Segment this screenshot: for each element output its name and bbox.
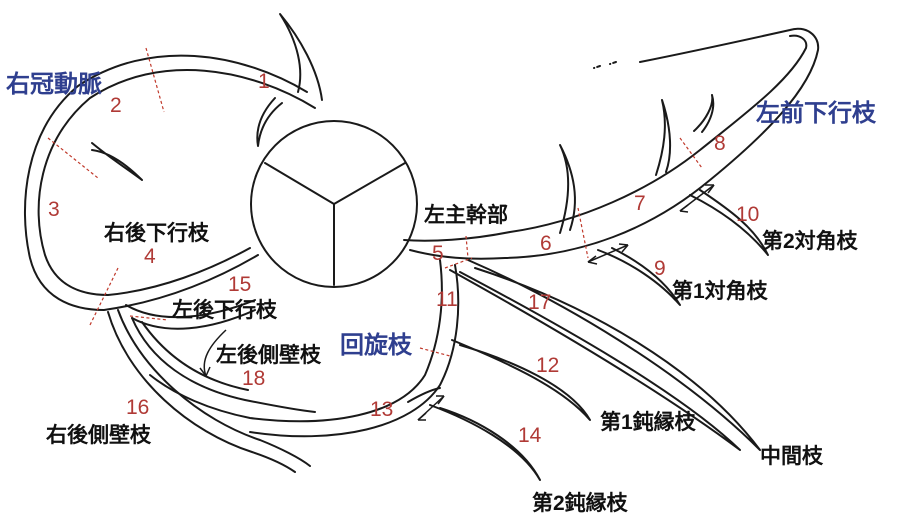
segment-10: 10 — [736, 203, 759, 226]
segment-14: 14 — [518, 424, 542, 447]
lcx-label: 回旋枝 — [340, 332, 413, 359]
arrows — [199, 184, 715, 421]
pd-right-label: 右後下行枝 — [104, 221, 210, 245]
pl-left-label: 左後側壁枝 — [216, 343, 322, 367]
pd-left-label: 左後下行枝 — [172, 298, 278, 322]
d2-label: 第2対角枝 — [762, 229, 859, 253]
aortic-root — [250, 120, 418, 288]
segment-16: 16 — [126, 396, 149, 419]
segment-8: 8 — [714, 132, 726, 155]
rca-vessel — [23, 13, 323, 311]
segment-4: 4 — [144, 245, 156, 268]
segment-boundaries — [47, 47, 703, 357]
segment-1: 1 — [258, 70, 270, 93]
segment-6: 6 — [540, 232, 552, 255]
segment-15: 15 — [228, 273, 251, 296]
d1-label: 第1対角枝 — [672, 279, 769, 303]
lad-vessel — [403, 27, 820, 306]
om1-label: 第1鈍縁枝 — [600, 410, 697, 434]
segment-18: 18 — [242, 367, 265, 390]
segment-9: 9 — [654, 257, 666, 280]
segment-7: 7 — [634, 192, 646, 215]
rca-label: 右冠動脈 — [6, 71, 102, 98]
posterior-branches — [107, 299, 316, 473]
segment-3: 3 — [48, 198, 60, 221]
segment-13: 13 — [370, 398, 393, 421]
lcx-vessel — [149, 259, 761, 481]
segment-2: 2 — [110, 94, 122, 117]
segment-5: 5 — [432, 242, 444, 265]
intermediate-label: 中間枝 — [760, 444, 824, 468]
lmt-label: 左主幹部 — [424, 203, 508, 227]
om2-label: 第2鈍縁枝 — [532, 491, 629, 515]
pl-right-label: 右後側壁枝 — [46, 423, 152, 447]
lad-label: 左前下行枝 — [756, 99, 877, 127]
segment-11: 11 — [436, 288, 458, 311]
segment-12: 12 — [536, 354, 559, 377]
segment-17: 17 — [528, 291, 551, 314]
